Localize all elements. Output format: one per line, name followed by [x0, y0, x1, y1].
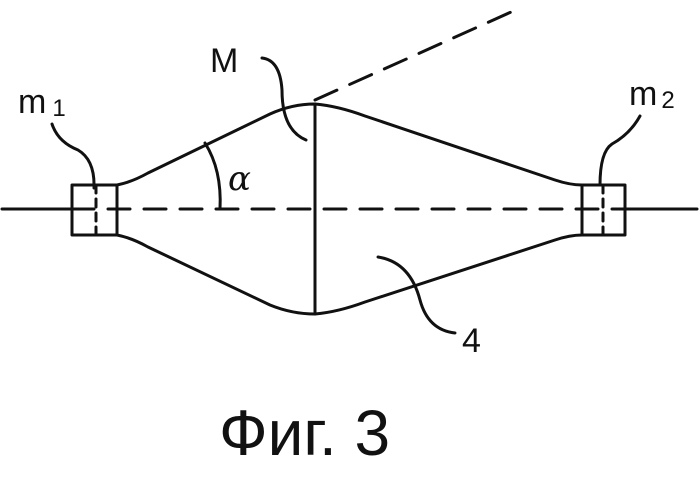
angle-alpha-arc: [205, 143, 220, 209]
leader-line-m1: [52, 124, 94, 188]
leader-line-M: [262, 58, 306, 140]
label-part-4: 4: [462, 322, 481, 360]
figure-caption: Фиг. 3: [219, 397, 390, 469]
body-outline-lower: [117, 235, 582, 314]
label-point-M: M: [210, 42, 238, 80]
leader-line-m2: [600, 116, 640, 185]
label-m2: m2: [629, 75, 675, 114]
label-m1: m1: [18, 83, 66, 122]
label-angle-alpha: α: [228, 159, 251, 199]
body-outline-upper: [117, 104, 582, 185]
extension-line-dashed: [315, 8, 520, 100]
